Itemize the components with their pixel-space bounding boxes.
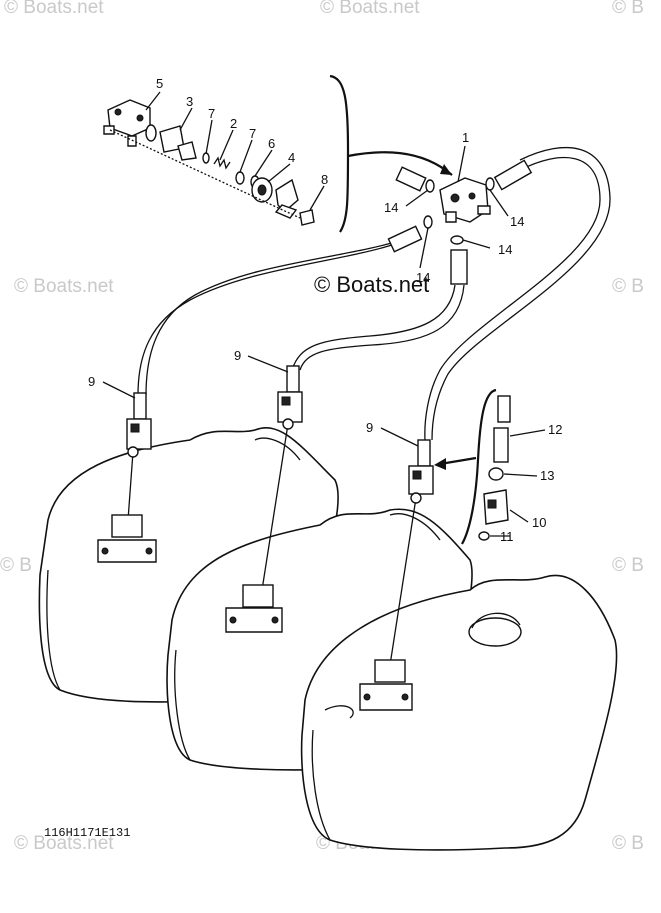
callout-8: 8	[321, 172, 328, 187]
vertical-hose	[450, 249, 468, 285]
fuel-connector-left	[126, 392, 152, 458]
fuel-tanks	[38, 427, 618, 851]
tank-fitting-front	[359, 659, 413, 711]
tank-fitting-left	[97, 514, 157, 563]
filler-cap	[468, 617, 522, 647]
hose-clip-1	[425, 179, 435, 193]
fuel-cock-exploded	[103, 99, 315, 226]
part-12-sleeve	[493, 427, 509, 463]
callout-10: 10	[532, 515, 546, 530]
fuel-connector-middle	[277, 365, 303, 430]
short-hose-right	[493, 159, 533, 191]
watermark-left-mid: © Boats.net	[14, 276, 114, 297]
hose-clip-4	[450, 235, 464, 245]
connector-exploded-parts	[478, 395, 511, 541]
watermark-left-low: © B	[0, 555, 32, 576]
watermark-right-low: © B	[612, 555, 644, 576]
callout-2: 2	[230, 116, 237, 131]
callout-14-left: 14	[384, 200, 398, 215]
callout-leaders	[102, 91, 546, 537]
callout-9-right: 9	[366, 420, 373, 435]
fuel-hoses	[127, 146, 611, 666]
callout-7-upper: 7	[208, 106, 215, 121]
part-hose-top	[497, 395, 511, 423]
tank-fitting-middle	[225, 584, 283, 633]
right-exploded-bracket	[461, 388, 497, 545]
callout-14-right: 14	[510, 214, 524, 229]
callout-4: 4	[288, 150, 295, 165]
watermark-top-right: © B	[612, 0, 644, 18]
fuel-connector-right	[408, 439, 434, 504]
watermark-bottom-left: © Boats.net	[14, 833, 114, 854]
part-13-nut	[488, 467, 504, 481]
part-11-o-ring	[478, 531, 490, 541]
hose-clip-3	[423, 215, 433, 229]
callout-14-lower: 14	[498, 242, 512, 257]
watermark-right-mid: © B	[612, 276, 644, 297]
callout-7-lower: 7	[249, 126, 256, 141]
callout-9-left: 9	[88, 374, 95, 389]
callout-3: 3	[186, 94, 193, 109]
callout-1: 1	[462, 130, 469, 145]
short-hose-lower	[387, 225, 423, 253]
fuel-tank-front	[300, 574, 618, 851]
callout-14-bottom: 14	[416, 270, 430, 285]
callout-labels: 5 3 7 2 7 6 4 8 1 14 14 14 14 9 9 9 12 1…	[88, 76, 562, 544]
watermark-top-left: © Boats.net	[4, 0, 104, 18]
exploded-view-bracket	[329, 74, 350, 233]
callout-13: 13	[540, 468, 554, 483]
callout-9-middle: 9	[234, 348, 241, 363]
callout-12: 12	[548, 422, 562, 437]
diagram-code: 116H1171E131	[44, 826, 130, 840]
exploded-view-arrow	[347, 151, 453, 176]
watermark-bottom-right: © B	[612, 833, 644, 854]
callout-6: 6	[268, 136, 275, 151]
callout-11: 11	[500, 529, 514, 544]
short-hose-left	[395, 166, 427, 192]
watermark-top: © Boats.net	[320, 0, 420, 18]
callout-5: 5	[156, 76, 163, 91]
hose-clip-2	[485, 177, 495, 191]
watermark-main: © Boats.net	[314, 272, 429, 297]
main-fuel-joint	[439, 177, 491, 223]
